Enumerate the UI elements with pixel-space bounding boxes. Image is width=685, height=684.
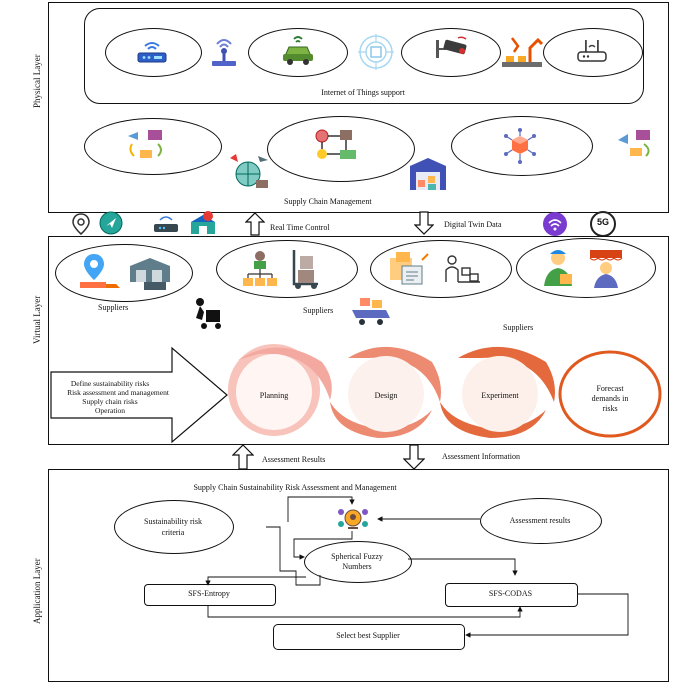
warehouse-icon	[410, 158, 446, 190]
risk-line-1: Define sustainability risks	[70, 379, 150, 388]
supplier-ellipse-3	[370, 240, 512, 298]
phase-design: Design	[374, 391, 398, 400]
scm-ellipse-workflow	[267, 116, 415, 182]
supplier-ellipse-1	[55, 244, 193, 302]
global-shipping-icon	[230, 154, 268, 188]
sfs-entropy-box	[144, 584, 276, 606]
org-chart-icon	[243, 251, 277, 286]
physical-layer-label: Physical Layer	[32, 54, 42, 108]
iot-device-ellipse-wifi	[543, 28, 643, 77]
sfs-codas-label: SFS-CODAS	[488, 589, 533, 598]
forecast-line-1: Forecast	[596, 384, 624, 393]
cctv-camera-icon	[436, 36, 467, 58]
iot-device-ellipse-router	[105, 28, 202, 77]
virtual-layer-frame	[48, 236, 669, 445]
scm-label: Supply Chain Management	[284, 197, 372, 206]
delivery-location-icon	[80, 254, 120, 288]
supplier-label-2: Suppliers	[303, 306, 334, 315]
digital-twin-data-arrow	[414, 211, 434, 235]
antenna-icon	[212, 39, 236, 66]
assessment-information-label: Assessment Information	[442, 452, 520, 461]
factory-robot-icon	[502, 37, 544, 67]
assessment-results-node: Assessment results	[509, 516, 571, 525]
supplier-ellipse-2	[216, 240, 358, 298]
risk-line-2: Risk assessment and management	[67, 388, 169, 397]
4g-wifi-icon	[543, 212, 567, 236]
criteria-ellipse	[114, 500, 234, 554]
select-best-supplier-box	[273, 624, 465, 650]
real-time-control-label: Real Time Control	[270, 223, 330, 232]
assessment-results-arrow	[232, 444, 254, 470]
supplier-label-3: Suppliers	[503, 323, 534, 332]
5g-badge-label: 5G	[596, 217, 609, 227]
criteria-line-1: Sustainability risk	[144, 517, 202, 526]
application-connectors	[205, 496, 629, 638]
physical-layer-frame	[48, 2, 669, 213]
expert-team-icon	[338, 509, 368, 529]
application-title: Supply Chain Sustainability Risk Assessm…	[193, 483, 397, 492]
criteria-line-2: criteria	[161, 528, 185, 537]
shopkeeper-icon	[589, 250, 623, 288]
distribution-icon	[618, 130, 650, 157]
smart-chip-icon	[358, 34, 394, 70]
spherical-fuzzy-ellipse	[304, 541, 412, 583]
cargo-delivery-icon	[352, 298, 390, 325]
wifi-router-icon	[577, 40, 607, 62]
checklist-boxes-icon	[390, 252, 429, 285]
workflow-gears-icon	[315, 129, 356, 159]
gps-navigation-icon	[99, 211, 123, 235]
worker-packing-icon	[445, 255, 480, 283]
select-best-supplier-label: Select best Supplier	[336, 631, 400, 640]
forklift-worker-icon	[196, 298, 221, 329]
risk-process-arrow	[50, 346, 228, 444]
hand-truck-boxes-icon	[292, 250, 318, 289]
supplier-ellipse-4	[516, 238, 656, 298]
virtual-layer-label: Virtual Layer	[32, 295, 42, 344]
iot-support-box	[84, 8, 644, 104]
forecast-line-2: demands in	[591, 394, 629, 403]
connected-car-icon	[283, 36, 313, 65]
phase-ring	[228, 344, 662, 438]
sfs-codas-box	[445, 583, 578, 607]
spherical-line-1: Spherical Fuzzy	[331, 552, 383, 561]
real-time-control-arrow	[245, 212, 265, 236]
network-router-icon	[154, 216, 178, 232]
sfs-entropy-label: SFS-Entropy	[188, 589, 230, 598]
digital-twin-data-label: Digital Twin Data	[444, 220, 502, 229]
network-cube-icon	[504, 128, 536, 164]
risk-line-3: Supply chain risks	[82, 397, 138, 406]
assessment-results-label: Assessment Results	[262, 455, 326, 464]
supplier-label-1: Suppliers	[98, 303, 129, 312]
application-layer-frame	[48, 469, 669, 682]
iot-device-ellipse-camera	[401, 28, 501, 77]
risk-line-4: Operation	[95, 406, 125, 415]
iot-support-label: Internet of Things support	[321, 88, 405, 97]
application-layer-label: Application Layer	[32, 558, 42, 624]
vendor-person-icon	[544, 250, 572, 286]
assessment-results-ellipse	[480, 498, 602, 544]
forecast-line-3: risks	[602, 404, 618, 413]
location-pin-icon	[72, 213, 90, 235]
spherical-line-2: Numbers	[342, 562, 372, 571]
logistics-cycle-icon	[128, 130, 162, 158]
scm-ellipse-network	[451, 116, 593, 176]
phase-planning: Planning	[259, 391, 289, 400]
iot-device-ellipse-car	[248, 28, 348, 77]
router-icon	[137, 42, 167, 63]
assessment-information-arrow	[403, 444, 425, 470]
shop-location-icon	[191, 211, 215, 234]
phase-experiment: Experiment	[481, 391, 519, 400]
warehouse-truck-icon	[130, 258, 170, 290]
scm-ellipse-logistics	[84, 118, 222, 175]
